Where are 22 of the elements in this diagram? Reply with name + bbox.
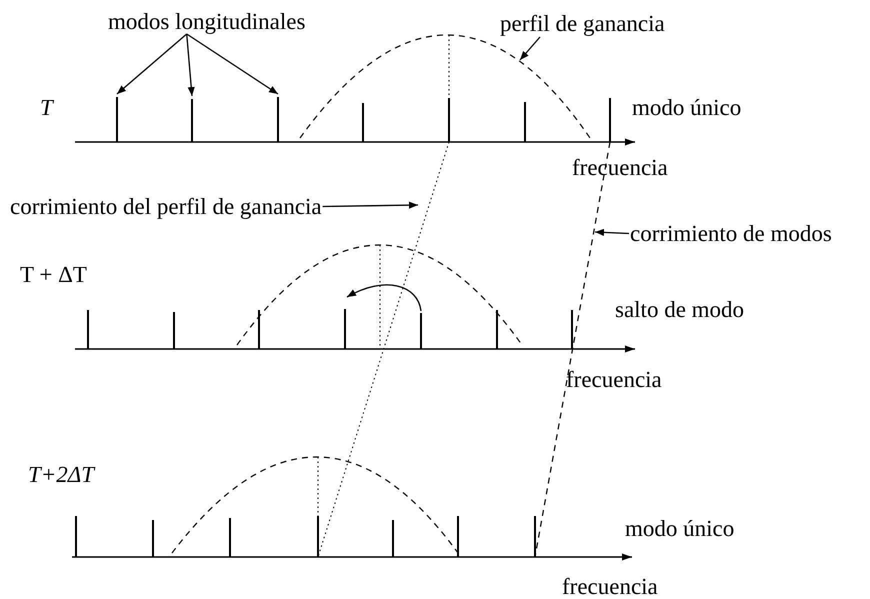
leader-arrow xyxy=(186,33,278,95)
leader-arrow xyxy=(116,34,188,94)
callout-text: modos longitudinales xyxy=(108,10,306,33)
mode-line xyxy=(191,99,193,142)
mode-label: salto de modo xyxy=(615,298,744,321)
temperature-label: T+2ΔT xyxy=(28,463,94,486)
callout-text: corrimiento de modos xyxy=(630,222,832,245)
leader-arrow xyxy=(520,36,540,60)
mode-line xyxy=(277,97,279,142)
axis-label: frecuencia xyxy=(572,156,668,179)
callout-text: perfil de ganancia xyxy=(500,12,665,35)
leader-arrow xyxy=(322,202,418,209)
mode-line xyxy=(116,97,118,142)
leader-arrow xyxy=(594,228,630,236)
temperature-label: T + ΔT xyxy=(20,263,87,286)
mode-label: modo único xyxy=(632,96,742,119)
axis-label: frecuencia xyxy=(566,368,662,391)
leader-arrow xyxy=(186,34,195,96)
temperature-label: T xyxy=(40,96,53,119)
mode-label: modo único xyxy=(625,517,734,540)
callout-text: corrimiento del perfil de ganancia xyxy=(10,195,322,218)
axis-label: frecuencia xyxy=(562,575,658,598)
